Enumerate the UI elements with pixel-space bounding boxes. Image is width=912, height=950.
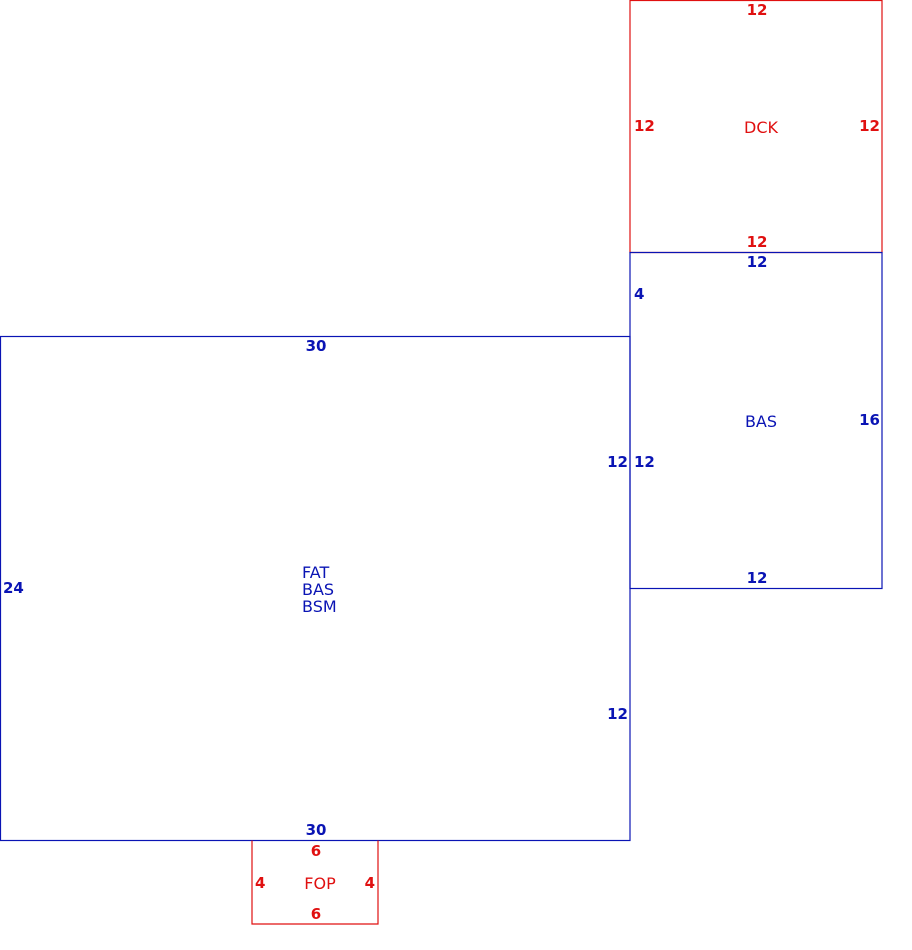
bas-dim-left-lower: 12 xyxy=(634,453,655,471)
porch-dim-left: 4 xyxy=(255,874,265,892)
bas-dim-right: 16 xyxy=(859,411,880,429)
bas-code: BAS xyxy=(745,412,777,431)
main-dim-left: 24 xyxy=(3,579,24,597)
porch-outline xyxy=(251,840,379,925)
main-dim-bottom: 30 xyxy=(306,821,327,839)
main-code-bsm: BSM xyxy=(302,597,337,616)
main-dim-right-lower: 12 xyxy=(607,705,628,723)
bas-dim-bottom: 12 xyxy=(747,569,768,587)
porch-dim-bottom: 6 xyxy=(311,905,321,923)
bas-dim-top: 12 xyxy=(747,253,768,271)
deck-dim-top: 12 xyxy=(747,1,768,19)
main-code-fat: FAT xyxy=(302,563,329,582)
deck-dim-bottom: 12 xyxy=(747,233,768,251)
porch-dim-right: 4 xyxy=(365,874,375,892)
deck-code: DCK xyxy=(744,118,778,137)
deck-dim-left: 12 xyxy=(634,117,655,135)
bas-dim-left-upper: 4 xyxy=(634,285,644,303)
porch-code: FOP xyxy=(304,874,336,893)
main-dim-right-upper: 12 xyxy=(607,453,628,471)
main-area-outline xyxy=(0,335,631,842)
main-dim-top: 30 xyxy=(306,337,327,355)
main-code-bas: BAS xyxy=(302,580,334,599)
porch-dim-top: 6 xyxy=(311,842,321,860)
deck-dim-right: 12 xyxy=(859,117,880,135)
